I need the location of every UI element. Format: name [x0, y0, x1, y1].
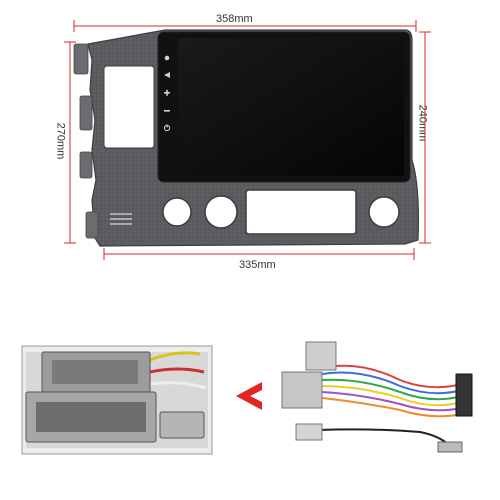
- mount-tab-left-mid: [79, 95, 93, 131]
- harness-plug-main: [281, 371, 323, 409]
- wire-harness: [281, 341, 473, 453]
- dimension-lines: [64, 20, 431, 260]
- mount-tab-left-low: [79, 151, 93, 179]
- home-icon: [164, 55, 170, 61]
- antenna-plug: [437, 441, 463, 453]
- power-icon: [163, 124, 171, 132]
- left-arrow-icon: [236, 382, 262, 410]
- volume-down-icon: [164, 110, 170, 112]
- harness-plug-right: [455, 373, 473, 417]
- back-icon: [164, 72, 170, 78]
- harness-plug-top: [305, 341, 337, 371]
- vent-cutout: [103, 65, 155, 149]
- display-cutout: [245, 189, 357, 235]
- vent-slots: [110, 213, 132, 225]
- mount-tab-left-bottom: [85, 211, 99, 239]
- screen-side-buttons: [163, 55, 171, 132]
- right-knob-hole: [368, 196, 400, 228]
- top-width-label: 358mm: [216, 13, 253, 25]
- harness-plug-small: [295, 423, 323, 441]
- small-connector: [159, 411, 205, 439]
- screen-display: [178, 38, 404, 176]
- connector-photo: [21, 345, 213, 455]
- left-knob-hole: [162, 197, 192, 227]
- mount-tab-left-top: [73, 43, 89, 75]
- bottom-width-label: 335mm: [239, 259, 276, 271]
- center-knob-hole: [204, 195, 238, 229]
- volume-up-icon: [164, 89, 170, 96]
